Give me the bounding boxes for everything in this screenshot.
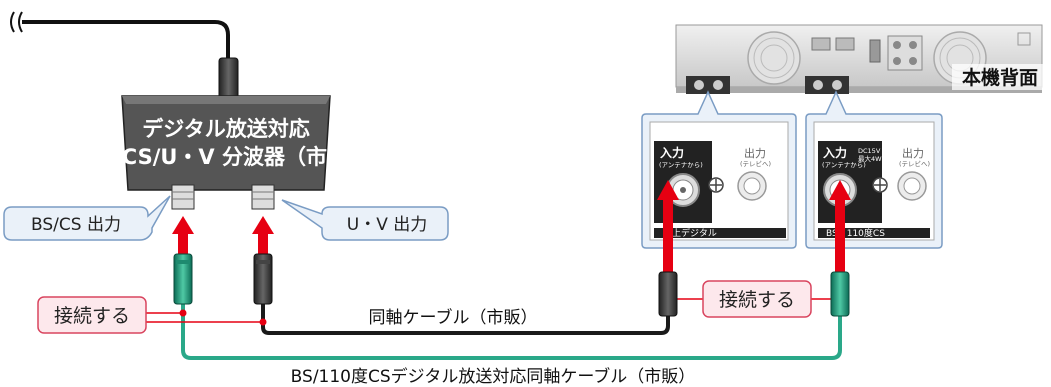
callout-uv-text: U・V 出力 (347, 215, 427, 235)
bs-dc-line2: 最大4W (858, 154, 882, 163)
plug-black-right (658, 271, 678, 317)
bs-in-label: 入力 (823, 145, 847, 160)
connect-left-text: 接続する (54, 305, 130, 327)
terr-in-label: 入力 (660, 145, 684, 160)
callout-bscs-output: BS/CS 出力 (3, 195, 171, 241)
callout-uv-output: U・V 出力 (281, 199, 449, 241)
connect-right-text: 接続する (719, 289, 795, 311)
arrow-to-bs-in (829, 180, 851, 276)
arrow-to-terrestrial-in (657, 180, 679, 276)
connect-label-right: 接続する (702, 280, 812, 318)
bs-dc-line1: DC15V (858, 147, 881, 155)
splitter-title-line1: デジタル放送対応 (142, 117, 310, 141)
caption-black-cable: 同軸ケーブル（市販） (369, 307, 538, 328)
terr-bar-label: 地上デジタル (663, 227, 717, 239)
terr-out-sub: (テレビへ) (740, 159, 771, 168)
terr-in-sub: (アンテナから) (659, 161, 703, 169)
arrow-to-bscs (172, 216, 194, 254)
bs-out-sub: (テレビへ) (899, 159, 930, 168)
bs-in-sub: (アンテナから) (822, 161, 866, 169)
bs-out-label: 出力 (902, 146, 924, 160)
panel-bs: 入力 (アンテナから) DC15V 最大4W 出力 (テレビへ) BS・110度… (805, 90, 943, 249)
bs-bar-label: BS・110度CS (826, 227, 885, 239)
plug-green-left (173, 253, 193, 305)
caption-green-cable: BS/110度CSデジタル放送対応同軸ケーブル（市販） (291, 366, 696, 387)
plug-black-left (253, 253, 273, 305)
splitter-title-line2: BS/CS/U・V 分波器（市販） (83, 145, 369, 169)
splitter-box: デジタル放送対応 BS/CS/U・V 分波器（市販） (83, 95, 369, 210)
device-rear: 本機背面 (675, 24, 1048, 94)
antenna-cable (10, 11, 239, 103)
black-cable (261, 300, 670, 335)
device-back-label: 本機背面 (962, 66, 1038, 89)
terr-out-label: 出力 (744, 146, 766, 160)
arrow-to-uv (252, 216, 274, 254)
green-cable (181, 300, 842, 360)
callout-bscs-text: BS/CS 出力 (31, 215, 121, 235)
plug-green-right (830, 271, 850, 317)
connect-label-left: 接続する (37, 296, 147, 334)
panel-terrestrial: 入力 (アンテナから) 出力 (テレビへ) 地上デジタル (641, 90, 797, 249)
